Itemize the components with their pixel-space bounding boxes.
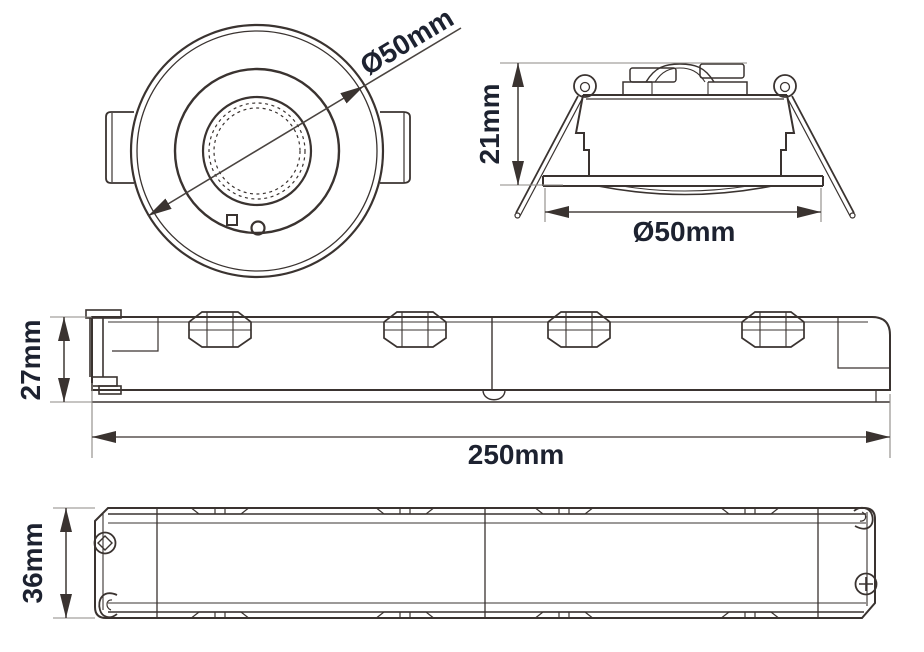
mounting-tab-left xyxy=(105,111,134,184)
dimension-label-driver-length: 250mm xyxy=(467,439,565,470)
spring-clip-right xyxy=(773,74,856,219)
downlight-top-view xyxy=(105,23,462,279)
dimension-label-recess-height: 21mm xyxy=(474,83,505,165)
spring-clip-left xyxy=(514,74,597,219)
length-dimension-250mm xyxy=(91,383,891,458)
indicator-circle xyxy=(250,220,266,236)
mounting-tab-right xyxy=(380,111,411,184)
height-dimension-21mm xyxy=(500,62,747,186)
end-panel-right xyxy=(837,317,890,369)
driver-outline xyxy=(91,316,891,391)
dimension-label-driver-width: 36mm xyxy=(17,522,48,604)
indicator-square xyxy=(226,214,238,226)
end-bracket-left xyxy=(85,309,159,395)
height-dimension-27mm xyxy=(50,316,92,403)
cable-clamp-tabs xyxy=(188,311,805,348)
keyhole-hook-top-right xyxy=(853,506,874,530)
dimension-label-driver-height: 27mm xyxy=(15,319,46,401)
side-rails xyxy=(108,513,866,613)
lens-curve xyxy=(597,185,773,196)
driver-side-view xyxy=(50,309,891,458)
keyhole-hook-bottom-left xyxy=(98,592,118,619)
fixture-body xyxy=(574,94,796,176)
screw-bottom-right xyxy=(854,572,878,596)
dimension-label-side-diameter: Ø50mm xyxy=(632,216,736,247)
edge-slots xyxy=(191,508,779,618)
width-dimension-36mm xyxy=(53,507,95,619)
housing-divider xyxy=(482,317,506,401)
screw-top-left xyxy=(93,531,117,555)
top-connector-block xyxy=(622,63,748,95)
diameter-dimension-line xyxy=(147,27,462,217)
fixture-flange xyxy=(542,175,824,187)
diameter-dimension-50mm xyxy=(544,188,822,222)
driver-top-view xyxy=(53,506,878,619)
panel-dividers xyxy=(156,508,819,618)
downlight-side-view xyxy=(500,62,856,222)
